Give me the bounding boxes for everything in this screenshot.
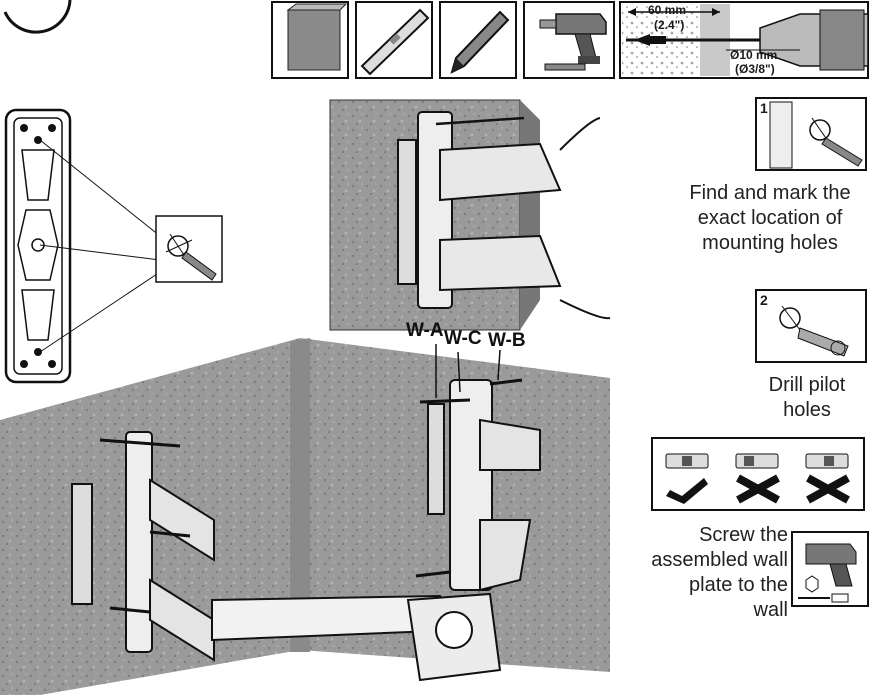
level-check-panel — [651, 437, 865, 511]
wall-plate-front-view — [4, 108, 161, 384]
cross-icon — [806, 474, 850, 504]
step2-line2: holes — [783, 399, 831, 421]
step2-number: 2 — [760, 292, 768, 308]
bit-diameter-label: Ø10 mm — [730, 48, 778, 62]
screw-line3: plate to the — [689, 574, 788, 596]
step1-number: 1 — [760, 100, 768, 116]
mark-hole-zoom-icon — [155, 215, 223, 283]
screw-line4: wall — [753, 599, 788, 621]
step1-line1: Find and mark the — [689, 182, 851, 204]
hardware-label-wa: W-A — [406, 320, 444, 341]
hardware-label-wc: W-C — [444, 328, 482, 349]
tool-level-icon — [355, 1, 433, 79]
step1-mark-icon — [755, 97, 867, 171]
step2-line1: Drill pilot — [768, 374, 846, 396]
screw-drill-icon — [791, 531, 869, 607]
screw-line1: Screw the — [699, 524, 788, 546]
bit-diameter-imperial-label: (Ø3/8") — [735, 62, 775, 76]
step1-instruction: Find and mark the exact location of moun… — [672, 181, 868, 256]
drill-depth-imperial-label: (2.4") — [654, 18, 685, 32]
screw-instruction: Screw the assembled wall plate to the wa… — [610, 523, 788, 623]
tool-drill-icon — [523, 1, 615, 79]
cross-icon — [736, 474, 780, 504]
tool-drill-depth-diagram — [619, 1, 869, 79]
step2-instruction: Drill pilot holes — [752, 373, 862, 423]
hardware-label-wb: W-B — [488, 330, 526, 351]
screw-line2: assembled wall — [651, 549, 788, 571]
tool-wall-icon — [271, 1, 349, 79]
step2-drill-icon — [755, 289, 867, 363]
check-mark-icon — [666, 478, 708, 504]
corner-wall-scene — [0, 338, 610, 695]
tool-pencil-icon — [439, 1, 517, 79]
step1-line2: exact location of — [697, 207, 843, 229]
drill-depth-label: 60 mm — [648, 3, 687, 17]
wall-mount-illustration — [329, 99, 611, 331]
step1-line3: mounting holes — [702, 232, 838, 254]
step-number-circle — [3, 0, 72, 34]
